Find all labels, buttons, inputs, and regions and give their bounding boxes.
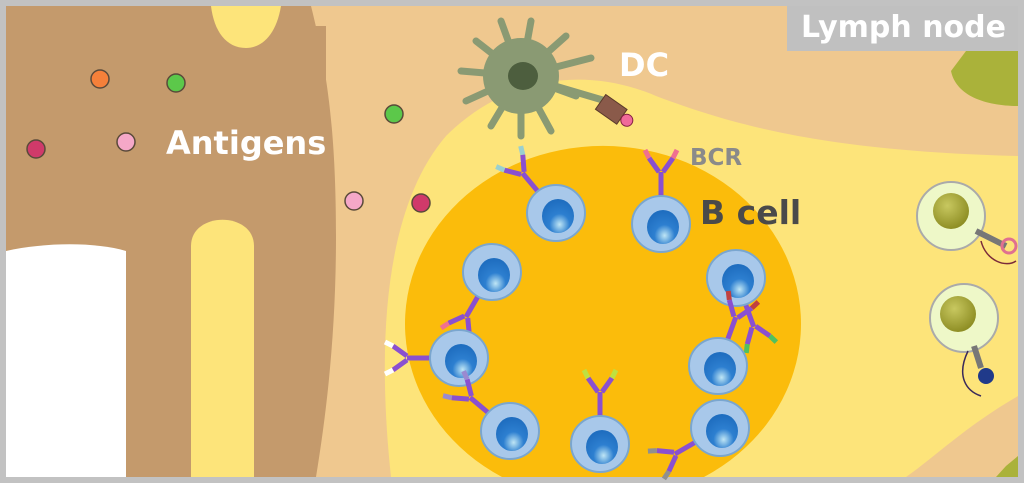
b-cell-label: B cell	[700, 193, 802, 232]
bcr-antibody	[647, 439, 698, 481]
b-cells-group	[383, 145, 779, 481]
t-cell	[929, 283, 999, 397]
bcr-antibody	[581, 368, 619, 416]
yellow-blob-top	[211, 6, 281, 48]
b-cell	[442, 370, 540, 460]
bcr-antibody	[442, 370, 491, 415]
bcr-antibody	[383, 339, 431, 377]
b-cell	[706, 249, 779, 354]
olive-corner	[996, 456, 1018, 477]
yellow-channel	[191, 219, 254, 477]
bcr-label: BCR	[690, 145, 743, 171]
mhc-antigen-complex	[594, 93, 634, 127]
t-cell	[916, 181, 1018, 265]
bcr-antibody	[642, 148, 680, 196]
antigen	[166, 73, 186, 93]
b-cell	[570, 368, 630, 473]
b-cell	[495, 145, 586, 242]
title-badge: Lymph node	[787, 6, 1018, 51]
antigen	[384, 104, 404, 124]
b-cell	[688, 290, 761, 395]
b-cell	[647, 399, 750, 481]
dc-label: DC	[619, 46, 670, 84]
antigen	[411, 193, 431, 213]
dendritic-cell	[457, 17, 610, 140]
bcr-antibody	[743, 303, 779, 354]
antigen	[344, 191, 364, 211]
olive-region	[951, 51, 1018, 106]
antigens-group	[26, 69, 431, 213]
antigen	[90, 69, 110, 89]
bcr-antibody	[495, 145, 540, 194]
antigens-label: Antigens	[166, 124, 327, 162]
b-cell	[631, 148, 691, 253]
bcr-antibody	[725, 290, 761, 341]
antigen	[26, 139, 46, 159]
antigen	[116, 132, 136, 152]
b-cell	[383, 329, 489, 387]
b-cell	[439, 243, 522, 345]
vessel-branch	[6, 26, 326, 236]
germinal-center	[405, 145, 802, 477]
white-area-edge	[6, 244, 126, 477]
